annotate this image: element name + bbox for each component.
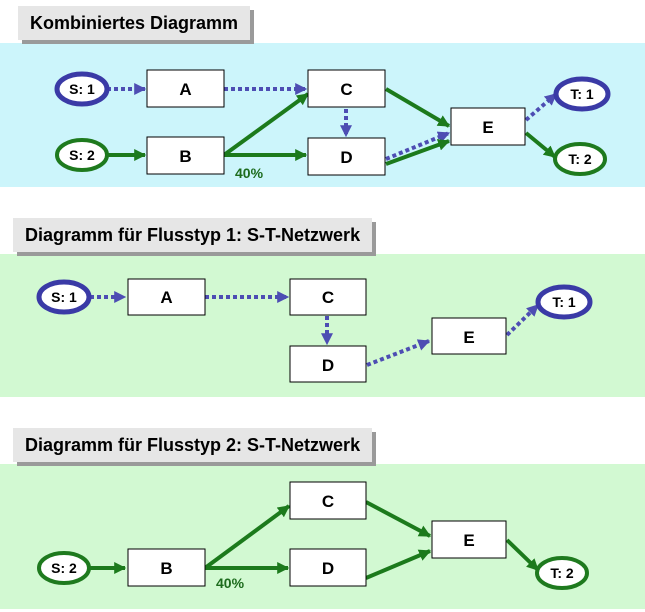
node-e-label: E [463,328,474,347]
node-e-label: E [463,531,474,550]
sink-t2: T: 2 [535,556,589,590]
source-s1: S: 1 [36,279,92,315]
edge-e-t1 [524,92,558,122]
source-s1-label: S: 1 [69,81,95,97]
edge-d-e [366,339,431,367]
flow-type-1-diagram: A C D E S: 1 T: 1 [36,278,593,383]
edge-b-d-percent-label: 40% [216,575,245,591]
flow-type-2-diagram: B C D E S: 2 T: 2 40% [37,481,589,591]
source-s2-label: S: 2 [69,147,95,163]
node-c: C [289,481,367,520]
node-e: E [450,107,526,146]
node-d-label: D [322,559,334,578]
node-e: E [431,520,507,559]
sink-t2-label: T: 2 [568,151,592,167]
node-c-label: C [340,80,352,99]
node-b-label: B [179,147,191,166]
edge-d-e [385,131,451,161]
edge-b-c [222,92,310,157]
edge-e-t1 [505,303,540,337]
source-s1: S: 1 [54,71,110,107]
edge-b-c [203,504,291,570]
node-d: D [289,548,367,587]
flow-type-1-title: Diagramm für Flusstyp 1: S-T-Netzwerk [13,218,373,252]
node-e: E [431,317,507,355]
node-d: D [289,345,367,383]
source-s2-label: S: 2 [51,560,77,576]
sink-t2-label: T: 2 [550,565,574,581]
node-c: C [307,69,386,108]
sink-t2: T: 2 [553,142,607,176]
edge-b-d-percent-label: 40% [235,165,264,181]
sink-t1: T: 1 [553,76,611,112]
node-c: C [289,278,367,316]
node-b: B [127,548,206,587]
node-a-label: A [179,80,191,99]
edge-e-t2 [524,131,557,159]
source-s2: S: 2 [55,138,109,172]
node-d-label: D [340,148,352,167]
node-b: B [146,136,225,175]
node-b-label: B [160,559,172,578]
source-s2: S: 2 [37,551,91,585]
flow-type-2-title: Diagramm für Flusstyp 2: S-T-Netzwerk [13,428,373,462]
edge-c-e [365,500,432,538]
node-c-label: C [322,288,334,307]
node-a: A [146,69,225,108]
sink-t1: T: 1 [535,284,593,320]
edge-e-t2 [505,538,540,572]
source-s1-label: S: 1 [51,289,77,305]
edge-d-e [365,549,432,580]
sink-t1-label: T: 1 [570,86,594,102]
node-c-label: C [322,492,334,511]
edge-c-e [384,87,451,128]
combined-diagram-title: Kombiniertes Diagramm [18,6,251,40]
node-a: A [127,278,206,316]
node-a-label: A [160,288,172,307]
node-e-label: E [482,118,493,137]
node-d: D [307,137,386,176]
sink-t1-label: T: 1 [552,294,576,310]
combined-diagram: A B C D E S: 1 S: 2 T: 1 [54,69,611,181]
edge-d-e-green [385,139,451,166]
node-d-label: D [322,356,334,375]
